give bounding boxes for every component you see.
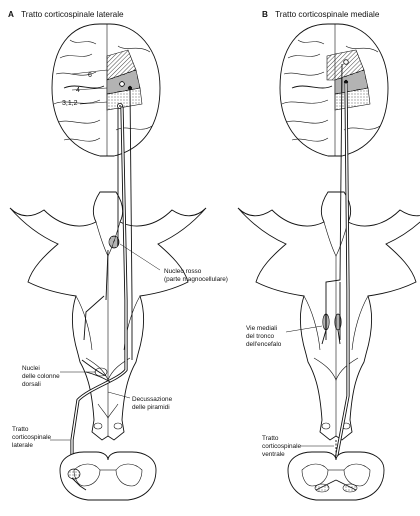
ventral-tract-label-2: corticospinale [262, 443, 302, 450]
red-nucleus-label: Nucleo rosso (parte magnocellulare) [164, 268, 228, 283]
dorsal-column-nuclei-label: Nuclei delle colonne dorsali [22, 365, 61, 388]
lateral-tract-label-1: Tratto [12, 426, 29, 433]
medial-label-2: del tronco [246, 333, 275, 340]
area-6-label: 6 [88, 72, 92, 79]
dorsal-nuclei-label-1: Nuclei [22, 365, 40, 372]
area-312-label: 3,1,2 [62, 100, 78, 107]
ventral-tract-label: Tratto corticospinale ventrale [262, 435, 303, 458]
panel-b-labels: Vie mediali del tronco dell'encefalo Tra… [246, 325, 334, 458]
panel-a-title: A Tratto corticospinale laterale [8, 10, 124, 19]
panel-a-spinal-cord [59, 451, 157, 501]
panel-a: A Tratto corticospinale laterale [8, 10, 228, 501]
pyramidal-decussation-label: Decussazione delle piramidi [132, 396, 174, 411]
panel-a-corticospinal-tract [70, 85, 133, 480]
decussation-label-2: delle piramidi [132, 404, 170, 411]
panel-b-letter: B [262, 10, 268, 19]
ventral-tract-label-1: Tratto [262, 435, 279, 442]
red-nucleus-label-1: Nucleo rosso [164, 268, 202, 275]
panel-a-title-text: Tratto corticospinale laterale [21, 10, 124, 19]
medial-label-3: dell'encefalo [246, 341, 282, 348]
panel-b-brain [279, 23, 389, 157]
panel-b-title-text: Tratto corticospinale mediale [275, 10, 380, 19]
area-4-label: 4 [76, 87, 80, 94]
ventral-tract-label-3: ventrale [262, 451, 285, 458]
panel-a-red-nucleus [108, 235, 120, 249]
medial-brainstem-pathways-label: Vie mediali del tronco dell'encefalo [246, 325, 282, 348]
panel-a-cortical-neuron [119, 81, 125, 87]
panel-a-letter: A [8, 10, 14, 19]
lateral-tract-label-2: corticospinale [12, 434, 52, 441]
lateral-tract-label-3: laterale [12, 442, 33, 449]
panel-b-title: B Tratto corticospinale mediale [262, 10, 380, 19]
panel-a-brainstem [9, 191, 207, 441]
panel-a-brain: 6 4 3,1,2 [51, 23, 161, 157]
dorsal-nuclei-label-3: dorsali [22, 381, 41, 388]
red-nucleus-label-2: (parte magnocellulare) [164, 276, 228, 283]
panel-b-area-312 [334, 87, 371, 111]
dorsal-nuclei-label-2: delle colonne [22, 373, 60, 380]
panel-a-area-312 [106, 87, 143, 111]
panel-b: B Tratto corticospinale mediale [237, 10, 420, 501]
panel-a-labels: Nucleo rosso (parte magnocellulare) Nucl… [12, 243, 228, 449]
medial-label-1: Vie mediali [246, 325, 277, 332]
decussation-label-1: Decussazione [132, 396, 173, 403]
panel-b-spinal-cord [287, 451, 385, 501]
lateral-tract-label: Tratto corticospinale laterale [12, 426, 53, 449]
panel-b-brainstem [237, 191, 420, 441]
panel-b-cortical-neuron [343, 59, 349, 65]
